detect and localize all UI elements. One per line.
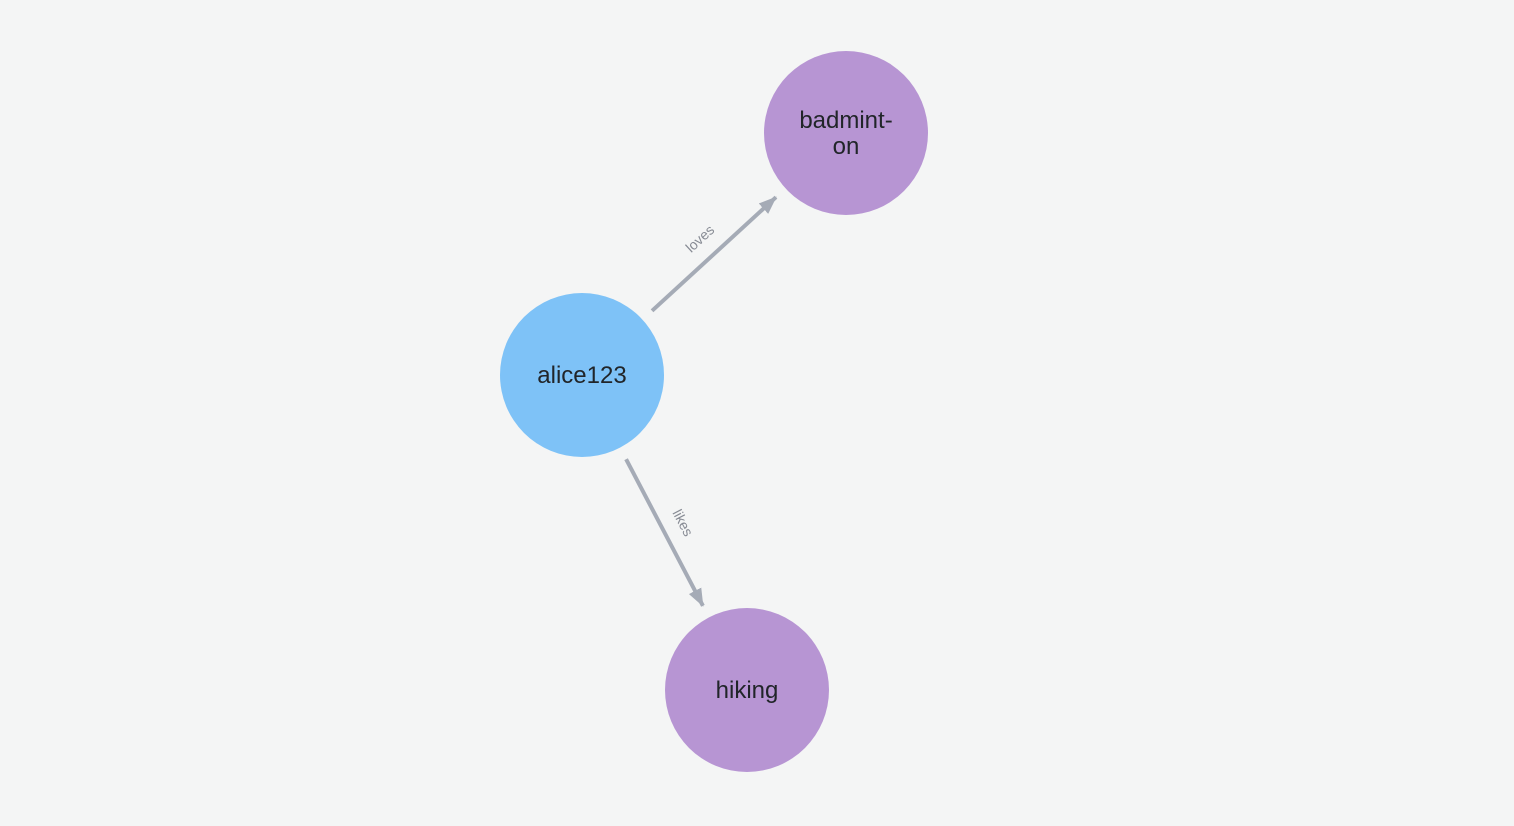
node-circle-alice123[interactable] bbox=[500, 293, 664, 457]
graph-edge-loves[interactable] bbox=[650, 195, 778, 313]
node-circle-hiking[interactable] bbox=[665, 608, 829, 772]
graph-node-hiking[interactable]: hiking bbox=[665, 608, 829, 772]
graph-edge-likes[interactable] bbox=[624, 458, 705, 607]
edge-label-loves: loves bbox=[682, 222, 717, 256]
node-circle-badminton[interactable] bbox=[764, 51, 928, 215]
edge-label-likes: likes bbox=[670, 507, 697, 539]
graph-node-badminton[interactable]: badmint-on bbox=[764, 51, 928, 215]
graph-node-alice123[interactable]: alice123 bbox=[500, 293, 664, 457]
